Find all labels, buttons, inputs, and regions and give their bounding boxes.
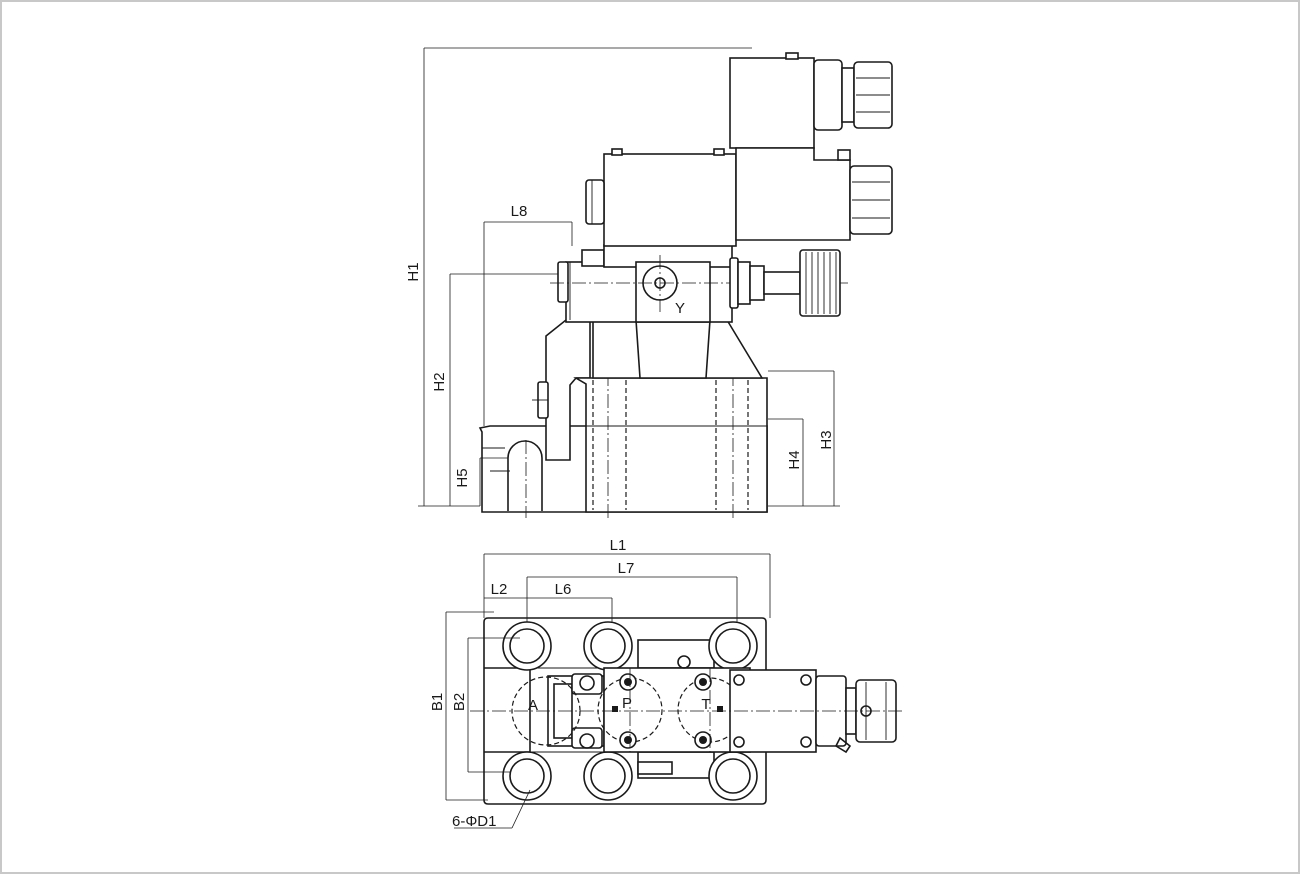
port-a-label: A	[528, 697, 538, 714]
dim-h5-label: H5	[454, 468, 471, 487]
dim-l6-label: L6	[555, 581, 572, 598]
pilot-block	[550, 244, 848, 323]
dim-l2-label: L2	[491, 581, 508, 598]
top-view: L1 L7 L2 L6 B1 B2 6-ΦD1 A P T	[429, 537, 905, 830]
dim-l1-label: L1	[610, 537, 627, 554]
connector-bottom	[849, 165, 893, 235]
dim-h1-label: H1	[405, 262, 422, 281]
pilot-body-plan	[597, 655, 751, 753]
mounting-holes	[502, 621, 758, 801]
dim-b2-label: B2	[451, 693, 468, 711]
port-y-label: Y	[675, 300, 685, 317]
adjustment-knob	[729, 249, 841, 317]
mounting-hole-label: 6-ΦD1	[452, 813, 496, 830]
plan-dimensions	[445, 553, 771, 829]
side-dimensions	[418, 47, 840, 507]
side-view: H1 H2 H5 H4 H3 L8 Y	[405, 47, 893, 518]
dim-h4-label: H4	[786, 450, 803, 469]
dim-b1-label: B1	[429, 693, 446, 711]
dim-h3-label: H3	[818, 430, 835, 449]
connector-top	[813, 59, 893, 131]
pilot-solenoid-valve	[585, 148, 737, 247]
port-p-label: P	[622, 695, 632, 712]
dim-l8-label: L8	[511, 203, 528, 220]
port-t-label: T	[701, 696, 710, 713]
pilot-neck	[592, 319, 764, 379]
lower-bracket	[532, 319, 591, 461]
dim-l7-label: L7	[618, 560, 635, 577]
dim-h2-label: H2	[431, 372, 448, 391]
